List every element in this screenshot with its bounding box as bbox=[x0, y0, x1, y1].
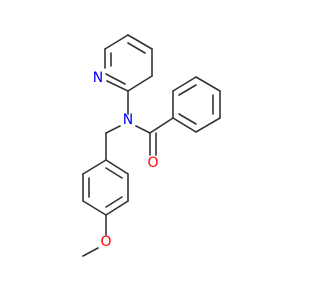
bond bbox=[105, 196, 123, 208]
bond bbox=[82, 200, 107, 216]
bond bbox=[105, 159, 129, 175]
phenyl-ring bbox=[172, 76, 221, 133]
bond bbox=[106, 80, 129, 92]
bond bbox=[172, 76, 197, 92]
bond bbox=[105, 125, 121, 134]
bond bbox=[82, 159, 107, 175]
bond bbox=[178, 84, 197, 96]
bond bbox=[127, 42, 146, 54]
bond bbox=[195, 117, 221, 133]
bond bbox=[195, 76, 221, 92]
methoxyphenyl-ring bbox=[82, 159, 129, 216]
bond bbox=[127, 34, 153, 50]
bond bbox=[149, 117, 174, 134]
bond bbox=[135, 125, 151, 134]
carbonyl-oxygen-label: O bbox=[147, 155, 158, 171]
bond bbox=[105, 167, 123, 179]
methoxy-oxygen-label: O bbox=[100, 234, 111, 250]
pyridine-nitrogen-label: N bbox=[93, 70, 103, 86]
bond bbox=[104, 34, 129, 50]
molecule-structure: N N O O bbox=[82, 34, 221, 257]
bond bbox=[178, 113, 197, 125]
pyridine-ring bbox=[104, 34, 153, 92]
bond bbox=[172, 117, 197, 133]
bond bbox=[127, 75, 153, 92]
bond bbox=[82, 247, 99, 257]
bond bbox=[105, 73, 126, 85]
bond bbox=[105, 200, 129, 216]
amide-nitrogen-label: N bbox=[123, 112, 133, 128]
